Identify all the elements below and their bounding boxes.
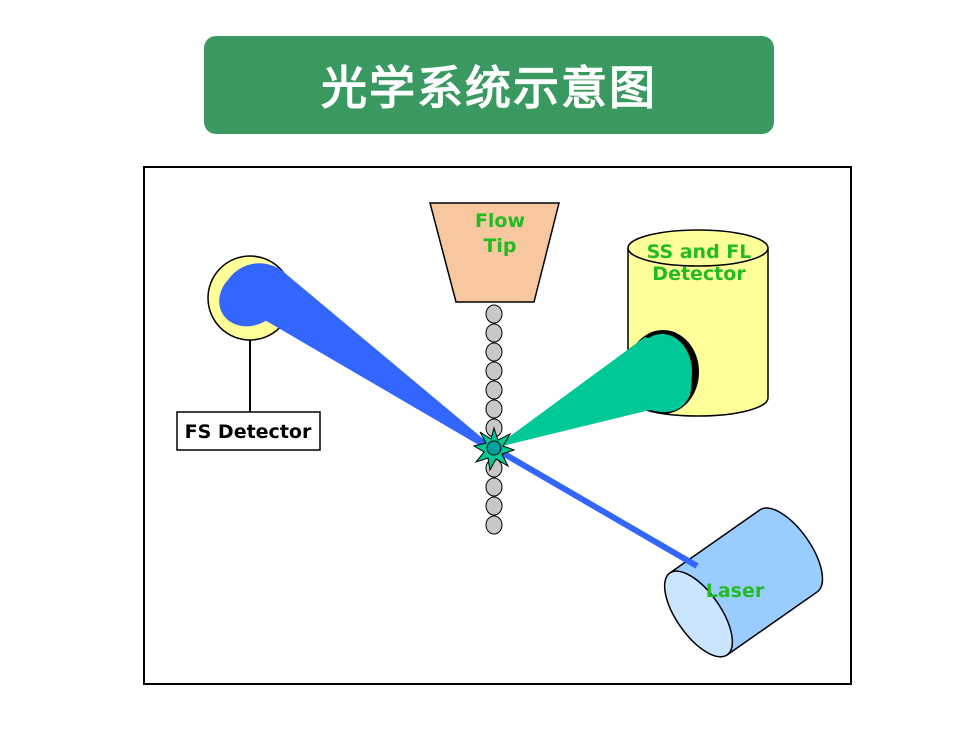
page-title: 光学系统示意图 — [321, 61, 657, 115]
forward-scatter-beam — [222, 263, 493, 451]
fs-detector-label: FS Detector — [185, 421, 312, 443]
laser-cylinder — [663, 507, 824, 658]
laser-beam — [492, 445, 699, 569]
flow-tip — [429, 202, 560, 303]
title-banner: 光学系统示意图 — [204, 36, 774, 134]
ss-fl-label-line1: SS and FL — [647, 241, 752, 263]
cell-in-beam — [486, 440, 502, 456]
ss-fl-label-line2: Detector — [652, 263, 746, 285]
laser-label: Laser — [706, 580, 765, 602]
forward-beam-spot — [219, 267, 283, 327]
flow-tip-label-line2: Tip — [483, 235, 516, 257]
flow-tip-label-line1: Flow — [475, 210, 525, 232]
fs-detector-label-box — [176, 411, 321, 451]
diagram-frame — [143, 166, 852, 685]
cell-stream — [485, 304, 503, 535]
side-beam-spot — [632, 334, 692, 410]
